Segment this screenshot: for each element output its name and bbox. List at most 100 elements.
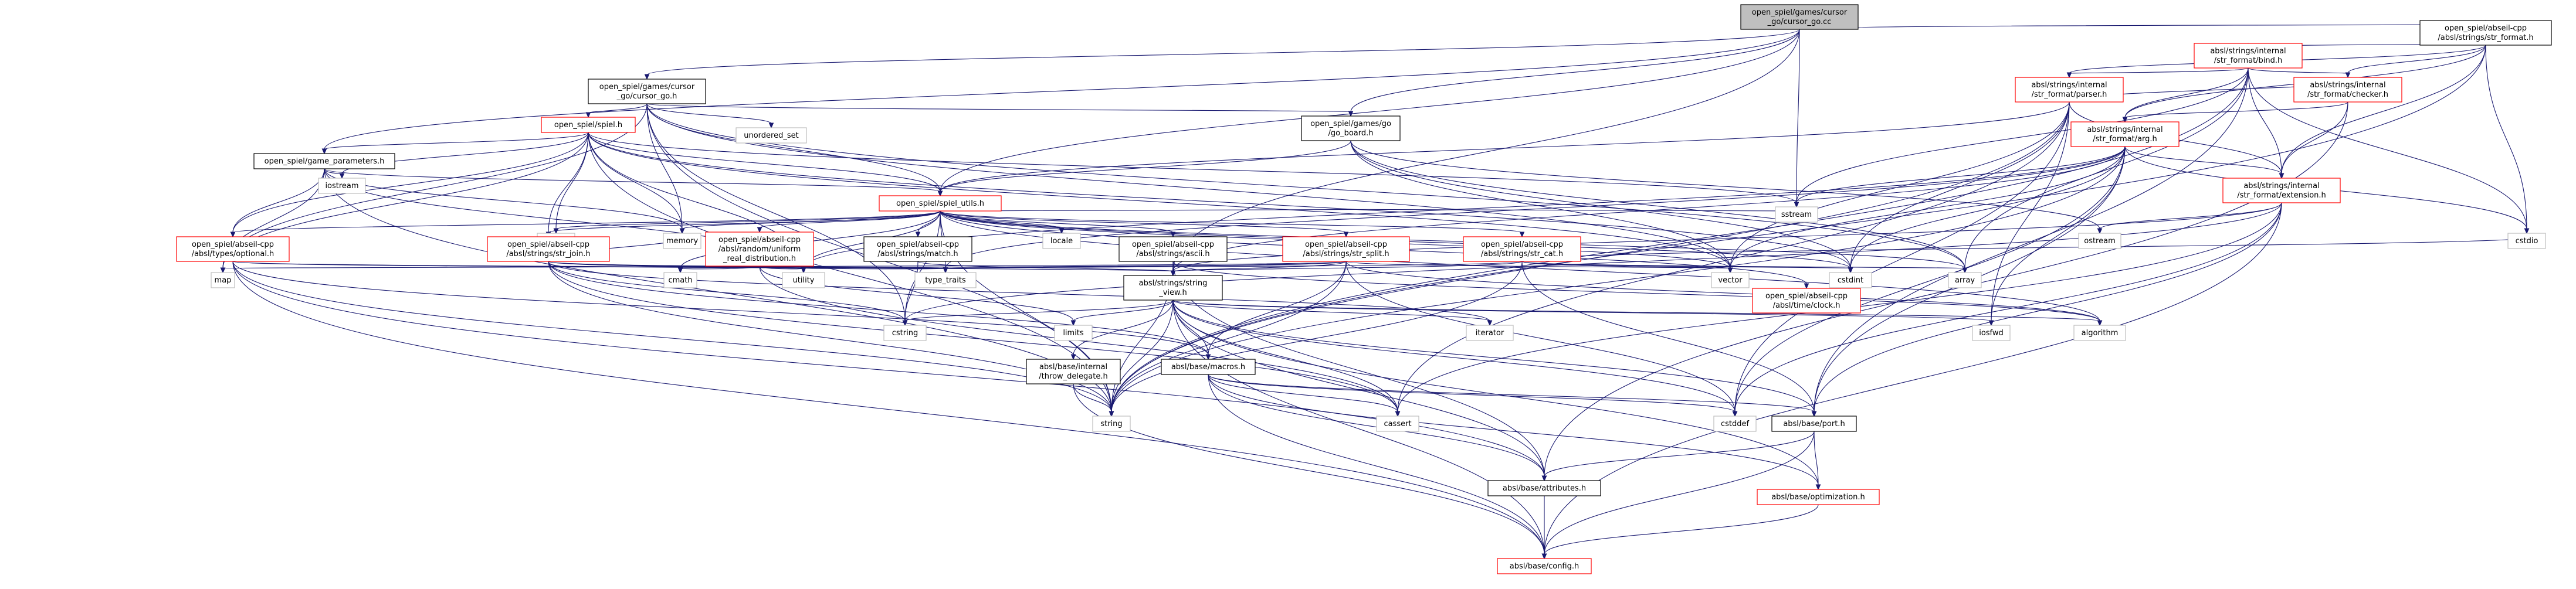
node-sstream[interactable]: sstream xyxy=(1775,206,1818,223)
edge-line xyxy=(2069,67,2249,74)
node-label: iosfwd xyxy=(1979,329,2004,338)
node-str-format-h[interactable]: open_spiel/abseil-cpp/absl/strings/str_f… xyxy=(2419,20,2552,46)
node-label: /absl/time/clock.h xyxy=(1773,301,1841,310)
node-array[interactable]: array xyxy=(1948,272,1982,288)
node-clock-h[interactable]: open_spiel/abseil-cpp/absl/time/clock.h xyxy=(1752,288,1861,314)
node-memory[interactable]: memory xyxy=(663,233,701,249)
edge-spiel-utils-h-to-str-split-h xyxy=(940,210,1349,238)
edge-cursor-go-h-to-go-board-h xyxy=(646,103,1354,117)
edge-line xyxy=(917,261,1174,272)
edge-line xyxy=(588,132,1797,203)
edge-spiel-h-to-str-join-h xyxy=(545,132,589,238)
edge-arrowhead xyxy=(1732,411,1738,417)
node-label: unordered_set xyxy=(744,131,798,140)
node-label: limits xyxy=(1063,329,1084,338)
node-type-traits[interactable]: type_traits xyxy=(914,272,977,288)
node-label: string xyxy=(1100,420,1122,428)
node-parser-h[interactable]: absl/strings/internal/str_format/parser.… xyxy=(2015,77,2124,103)
node-string-view-h[interactable]: absl/strings/string_view.h xyxy=(1123,275,1223,301)
node-box xyxy=(1161,359,1256,375)
edge-line xyxy=(548,261,1398,413)
node-spiel-utils-h[interactable]: open_spiel/spiel_utils.h xyxy=(879,195,1002,212)
edge-line xyxy=(904,261,918,322)
edge-line xyxy=(548,261,1209,356)
node-locale[interactable]: locale xyxy=(1042,233,1081,249)
node-str-split-h[interactable]: open_spiel/abseil-cpp/absl/strings/str_s… xyxy=(1282,236,1410,262)
node-iostream[interactable]: iostream xyxy=(318,178,366,194)
node-vector[interactable]: vector xyxy=(1711,272,1750,288)
edge-arrowhead xyxy=(1815,484,1821,491)
node-str-join-h[interactable]: open_spiel/abseil-cpp/absl/strings/str_j… xyxy=(487,236,610,262)
node-ostream[interactable]: ostream xyxy=(2078,233,2121,249)
node-box xyxy=(1301,115,1401,141)
node-cstdio[interactable]: cstdio xyxy=(2507,233,2546,249)
node-label: absl/strings/internal xyxy=(2210,47,2286,56)
node-config-h[interactable]: absl/base/config.h xyxy=(1497,558,1592,574)
node-cassert[interactable]: cassert xyxy=(1376,416,1419,432)
node-limits[interactable]: limits xyxy=(1054,325,1093,341)
node-spiel-h[interactable]: open_spiel/spiel.h xyxy=(541,117,636,133)
node-match-h[interactable]: open_spiel/abseil-cpp/absl/strings/match… xyxy=(863,236,972,262)
edge-parser-h-to-iosfwd xyxy=(1988,101,2070,326)
node-box xyxy=(1466,325,1514,341)
edge-line xyxy=(1172,202,2282,272)
node-go-board-h[interactable]: open_spiel/games/go/go_board.h xyxy=(1301,115,1401,141)
node-cstdint[interactable]: cstdint xyxy=(1829,272,1872,288)
edge-arrowhead xyxy=(2279,173,2284,179)
edge-macros-h-to-optimization-h xyxy=(1208,374,1821,491)
node-label: locale xyxy=(1050,237,1073,246)
node-cstring[interactable]: cstring xyxy=(883,325,927,341)
node-root[interactable]: open_spiel/games/cursor_go/cursor_go.cc xyxy=(1740,4,1859,30)
edge-str-cat-h-to-port-h xyxy=(1521,261,1817,417)
node-box xyxy=(2194,43,2303,69)
edge-string-view-h-to-string xyxy=(1109,299,1174,417)
node-label: absl/strings/internal xyxy=(2031,81,2107,90)
node-string[interactable]: string xyxy=(1092,416,1131,432)
edge-line xyxy=(1172,299,1815,413)
edge-line xyxy=(1172,299,1992,322)
edge-line xyxy=(1814,202,2282,413)
edge-line xyxy=(1544,431,1815,477)
node-unordered-set[interactable]: unordered_set xyxy=(735,127,807,144)
edge-arrowhead xyxy=(757,227,762,233)
edge-line xyxy=(940,210,1523,233)
node-algorithm[interactable]: algorithm xyxy=(2073,325,2126,341)
node-attributes-h[interactable]: absl/base/attributes.h xyxy=(1487,480,1601,496)
edge-line xyxy=(1208,374,1736,413)
node-port-h[interactable]: absl/base/port.h xyxy=(1771,416,1857,432)
node-utility[interactable]: utility xyxy=(782,272,825,288)
node-cstddef[interactable]: cstddef xyxy=(1713,416,1757,432)
node-macros-h[interactable]: absl/base/macros.h xyxy=(1161,359,1256,375)
node-label: cstring xyxy=(892,329,918,338)
node-throw-delegate-h[interactable]: absl/base/internal/throw_delegate.h xyxy=(1026,359,1121,384)
node-checker-h[interactable]: absl/strings/internal/str_format/checker… xyxy=(2293,77,2402,103)
edge-arrowhead xyxy=(937,190,943,197)
edge-root-to-spiel-utils-h xyxy=(937,29,1800,197)
node-uniform-h[interactable]: open_spiel/abseil-cpp/absl/random/unifor… xyxy=(705,231,814,267)
node-label: open_spiel/abseil-cpp xyxy=(877,240,959,249)
node-game-params-h[interactable]: open_spiel/game_parameters.h xyxy=(253,153,395,169)
node-arg-h[interactable]: absl/strings/internal/str_format/arg.h xyxy=(2070,121,2180,147)
node-cursor-go-h[interactable]: open_spiel/games/cursor_go/cursor_go.h xyxy=(588,79,706,104)
edge-line xyxy=(2248,67,2527,230)
node-optimization-h[interactable]: absl/base/optimization.h xyxy=(1757,489,1880,505)
edge-line xyxy=(1172,299,1545,477)
edge-line xyxy=(588,132,683,230)
node-label: type_traits xyxy=(925,276,966,285)
node-optional-h[interactable]: open_spiel/abseil-cpp/absl/types/optiona… xyxy=(176,236,290,262)
edge-port-h-to-attributes-h xyxy=(1541,431,1815,482)
edge-line xyxy=(904,299,1174,322)
edge-macros-h-to-cassert xyxy=(1208,374,1401,417)
edge-string-view-h-to-cstddef xyxy=(1172,299,1738,417)
node-ascii-h[interactable]: open_spiel/abseil-cpp/absl/strings/ascii… xyxy=(1118,236,1228,262)
edge-root-to-game-params-h xyxy=(321,29,1800,155)
node-str-cat-h[interactable]: open_spiel/abseil-cpp/absl/strings/str_c… xyxy=(1463,236,1581,262)
node-iterator[interactable]: iterator xyxy=(1466,325,1514,341)
node-extension-h[interactable]: absl/strings/internal/str_format/extensi… xyxy=(2222,178,2341,203)
node-map[interactable]: map xyxy=(211,272,235,288)
edge-line xyxy=(1208,374,1398,413)
node-cmath[interactable]: cmath xyxy=(663,272,697,288)
node-bind-h[interactable]: absl/strings/internal/str_format/bind.h xyxy=(2194,43,2303,69)
edge-line xyxy=(1521,237,2527,262)
node-iosfwd[interactable]: iosfwd xyxy=(1972,325,2011,341)
